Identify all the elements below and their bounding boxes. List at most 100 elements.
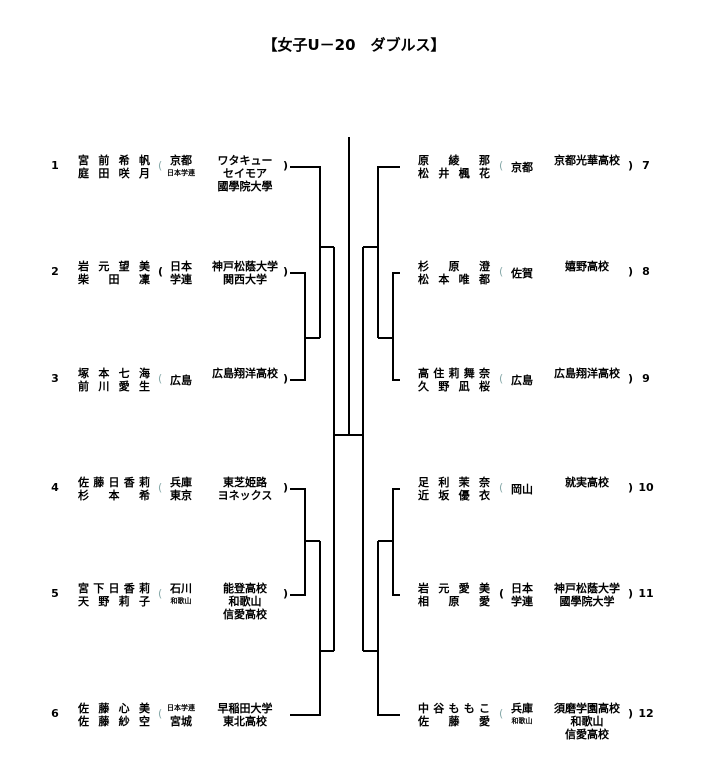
affiliation: 広島翔洋高校 [200,367,290,380]
player-names: 宮 前 希 帆庭 田 咲 月 [78,154,150,180]
player-name: 庭 田 咲 月 [78,167,150,180]
affiliation-line: 神戸松蔭大学 [554,582,620,595]
open-paren: ( [499,481,504,494]
prefecture-line: 日本 [511,582,533,595]
affiliation-line: 和歌山 [570,715,604,728]
open-paren: ( [158,159,163,172]
seed-number: 3 [51,372,59,385]
affiliation-line: 嬉野高校 [565,260,609,273]
prefecture: 兵庫和歌山 [505,702,539,728]
close-paren: ) [283,265,289,278]
affiliation: 神戸松蔭大学関西大学 [200,260,290,286]
player-name: 相 原 愛 [418,595,490,608]
seed-number: 9 [642,372,650,385]
affiliation-line: 早稲田大学 [217,702,273,715]
prefecture-line: 学連 [170,273,192,286]
close-paren: ) [628,159,634,172]
affiliation-line: ワタキュー [217,154,273,167]
seed-number: 8 [642,265,650,278]
bracket-line [290,541,321,716]
player-name: 柴 田 凜 [78,273,150,286]
player-name: 佐 藤 日 香 莉 [78,476,150,489]
open-paren: ( [499,372,504,385]
prefecture-line: 日本 [170,260,192,273]
player-names: 杉 原 澄松 本 唯 都 [418,260,490,286]
prefecture-line: 和歌山 [511,717,533,725]
prefecture-line: 日本学連 [167,704,195,712]
prefecture-line: 宮城 [170,715,192,728]
prefecture: 日本学連 [505,582,539,608]
affiliation: 就実高校 [542,476,632,489]
seed-number: 5 [51,587,59,600]
player-name: 松 本 唯 都 [418,273,490,286]
prefecture-line: 和歌山 [170,597,192,605]
open-paren: ( [158,265,164,278]
prefecture: 京都日本学連 [164,154,198,180]
prefecture-line: 日本学連 [167,169,195,177]
prefecture-line: 石川 [170,582,192,595]
bracket-line [377,166,400,338]
player-name: 塚 本 七 海 [78,367,150,380]
seed-number: 4 [51,481,59,494]
open-paren: ( [499,587,505,600]
affiliation: 嬉野高校 [542,260,632,273]
player-name: 松 井 楓 花 [418,167,490,180]
player-names: 宮 下 日 香 莉天 野 莉 子 [78,582,150,608]
affiliation-line: 就実高校 [565,476,609,489]
prefecture: 京都 [505,161,539,174]
player-name: 杉 原 澄 [418,260,490,273]
seed-number: 10 [638,481,654,494]
player-names: 佐 藤 日 香 莉杉 本 希 [78,476,150,502]
affiliation-line: 広島翔洋高校 [554,367,620,380]
seed-number: 12 [638,707,654,720]
player-name: 久 野 凪 桜 [418,380,490,393]
affiliation-line: 國學院大學 [217,180,273,193]
prefecture: 広島 [505,374,539,387]
open-paren: ( [499,265,504,278]
bracket-line [290,488,306,596]
prefecture: 岡山 [505,483,539,496]
close-paren: ) [283,372,289,385]
affiliation-line: 信愛高校 [223,608,267,621]
close-paren: ) [628,265,634,278]
player-name: 前 川 愛 生 [78,380,150,393]
close-paren: ) [283,481,289,494]
player-name: 原 綾 那 [418,154,490,167]
bracket-line [392,272,400,381]
affiliation-line: 関西大学 [223,273,267,286]
affiliation: 神戸松蔭大学國學院大学 [542,582,632,608]
player-name: 中 谷 も も こ [418,702,490,715]
close-paren: ) [628,481,634,494]
seed-number: 1 [51,159,59,172]
affiliation-line: セイモア [223,167,267,180]
open-paren: ( [158,481,163,494]
player-names: 中 谷 も も こ佐 藤 愛 [418,702,490,728]
player-name: 岩 元 望 美 [78,260,150,273]
prefecture-line: 京都 [511,160,533,174]
player-names: 塚 本 七 海前 川 愛 生 [78,367,150,393]
close-paren: ) [628,587,634,600]
close-paren: ) [283,159,289,172]
bracket-line [392,488,400,596]
prefecture-line: 兵庫 [511,702,533,715]
player-names: 佐 藤 心 美佐 藤 紗 空 [78,702,150,728]
prefecture-line: 兵庫 [170,476,192,489]
affiliation: 早稲田大学東北高校 [200,702,290,728]
close-paren: ) [628,372,634,385]
prefecture: 広島 [164,374,198,387]
affiliation: 京都光華高校 [542,154,632,167]
affiliation-line: 須磨学園高校 [554,702,620,715]
bracket-line [290,272,306,381]
close-paren: ) [628,707,634,720]
affiliation-line: 國學院大学 [559,595,615,608]
page-title: 【女子U－20 ダブルス】 [262,36,446,54]
prefecture: 石川和歌山 [164,582,198,608]
affiliation: 能登高校和歌山信愛高校 [200,582,290,621]
player-name: 宮 前 希 帆 [78,154,150,167]
player-names: 岩 元 愛 美相 原 愛 [418,582,490,608]
player-name: 宮 下 日 香 莉 [78,582,150,595]
bracket-line [290,166,321,338]
player-names: 高 住 莉 舞 奈久 野 凪 桜 [418,367,490,393]
player-name: 近 坂 優 衣 [418,489,490,502]
open-paren: ( [158,587,163,600]
